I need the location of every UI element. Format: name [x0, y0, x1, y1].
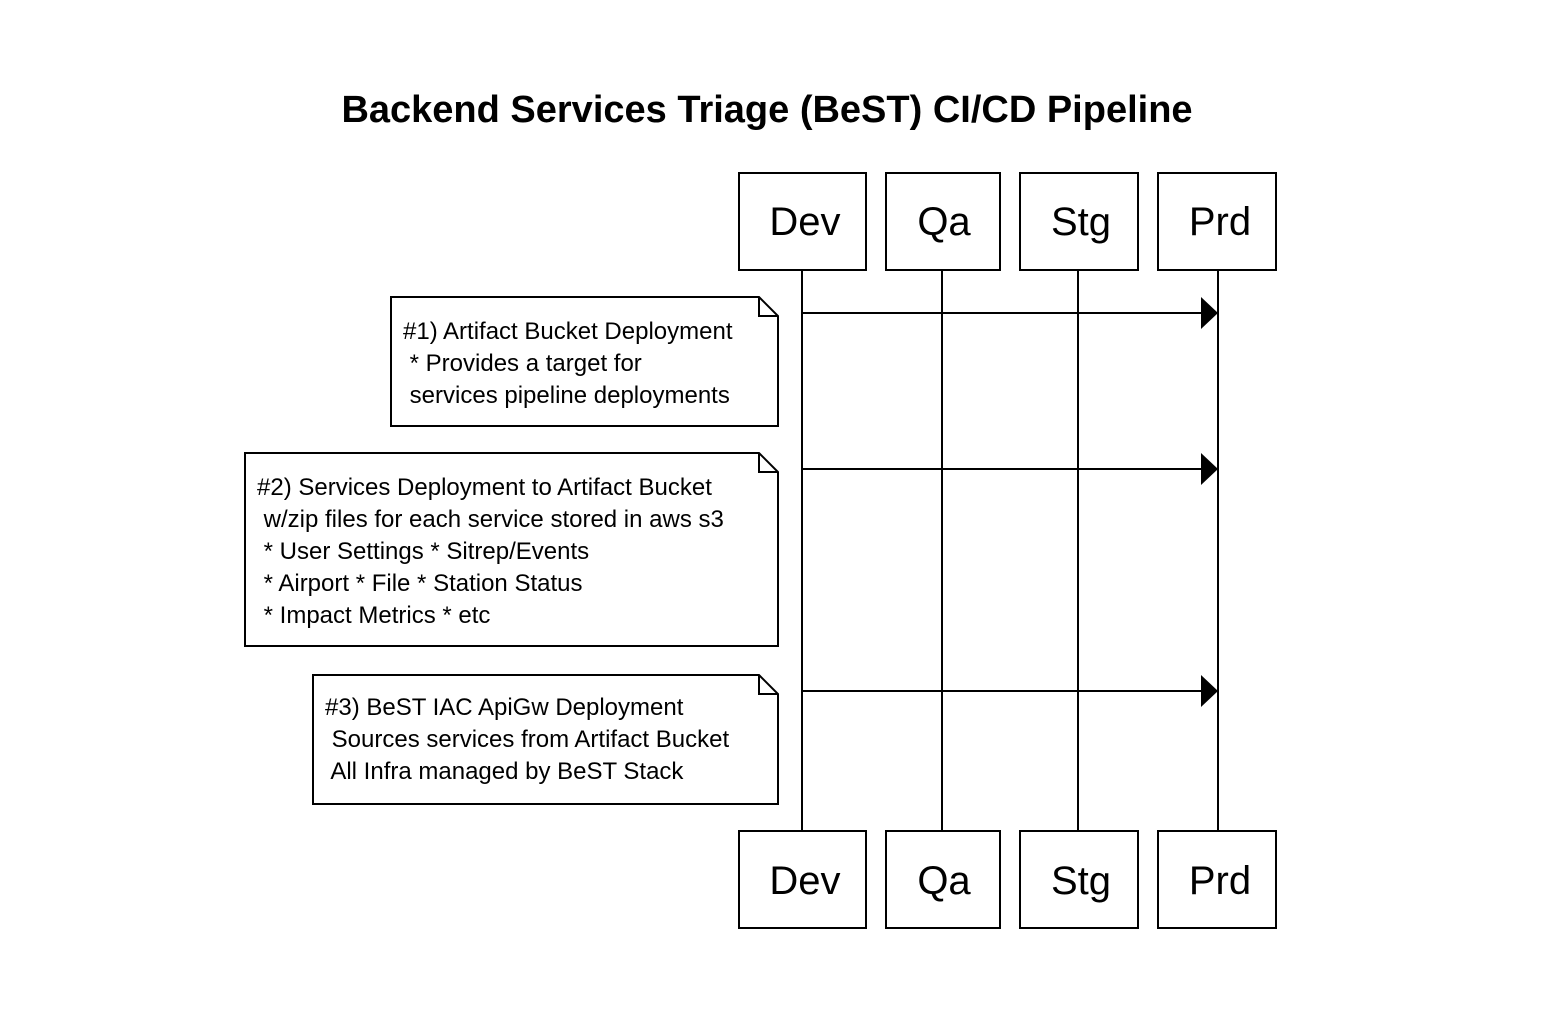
participant-label: Dev: [769, 859, 840, 903]
participant-label: Dev: [769, 200, 840, 244]
lifelines: [801, 270, 1219, 831]
diagram-title: Backend Services Triage (BeST) CI/CD Pip…: [341, 89, 1192, 131]
participant-qa-top: Qa: [885, 172, 1001, 271]
message-2-arrow: [802, 453, 1218, 485]
note-2: #2) Services Deployment to Artifact Buck…: [244, 452, 779, 647]
notes: #1) Artifact Bucket Deployment * Provide…: [244, 296, 779, 805]
note-line: Sources services from Artifact Bucket: [325, 726, 729, 753]
arrowhead-icon: [1201, 453, 1218, 485]
note-3: #3) BeST IAC ApiGw Deployment Sources se…: [312, 674, 779, 805]
participants-bottom: Dev Qa Stg Prd: [738, 830, 1277, 929]
note-line: All Infra managed by BeST Stack: [325, 758, 684, 785]
participant-label: Stg: [1051, 859, 1111, 903]
participant-label: Prd: [1189, 859, 1251, 903]
participant-label: Qa: [917, 859, 971, 903]
note-line: * Provides a target for: [403, 350, 642, 377]
note-line: #2) Services Deployment to Artifact Buck…: [257, 474, 712, 501]
note-line: w/zip files for each service stored in a…: [257, 506, 724, 533]
note-line: * User Settings * Sitrep/Events: [257, 538, 589, 565]
note-line: #1) Artifact Bucket Deployment: [403, 318, 733, 345]
note-line: * Airport * File * Station Status: [257, 570, 583, 597]
note-line: services pipeline deployments: [403, 382, 730, 409]
participant-label: Prd: [1189, 200, 1251, 244]
participant-stg-top: Stg: [1019, 172, 1139, 271]
messages: [802, 297, 1218, 707]
participant-label: Qa: [917, 200, 971, 244]
participant-qa-bottom: Qa: [885, 830, 1001, 929]
arrowhead-icon: [1201, 297, 1218, 329]
participant-dev-bottom: Dev: [738, 830, 867, 929]
participants-top: Dev Qa Stg Prd: [738, 172, 1277, 271]
participant-prd-top: Prd: [1157, 172, 1277, 271]
participant-stg-bottom: Stg: [1019, 830, 1139, 929]
note-1: #1) Artifact Bucket Deployment * Provide…: [390, 296, 779, 427]
participant-prd-bottom: Prd: [1157, 830, 1277, 929]
arrowhead-icon: [1201, 675, 1218, 707]
participant-dev-top: Dev: [738, 172, 867, 271]
message-3-arrow: [802, 675, 1218, 707]
note-line: * Impact Metrics * etc: [257, 602, 490, 629]
participant-label: Stg: [1051, 200, 1111, 244]
message-1-arrow: [802, 297, 1218, 329]
note-line: #3) BeST IAC ApiGw Deployment: [325, 694, 684, 721]
